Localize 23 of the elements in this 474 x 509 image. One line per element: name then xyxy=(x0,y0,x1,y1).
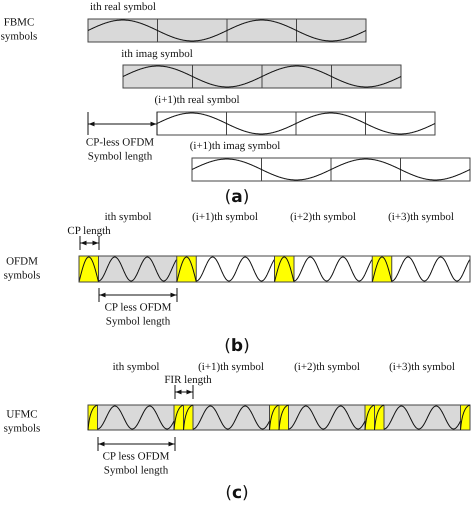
symbol-label: ith symbol xyxy=(104,211,152,225)
symbol-label: (i+2)th symbol xyxy=(290,211,356,225)
row-label: OFDM symbols xyxy=(2,255,42,283)
dimension-label: CP less OFDM Symbol length xyxy=(104,301,172,329)
symbol-label: (i+3)th symbol xyxy=(388,211,454,225)
dimension-label: CP-less OFDM Symbol length xyxy=(84,136,156,164)
row-label: FBMC symbols xyxy=(0,16,38,44)
dimension-label: CP length xyxy=(67,225,111,239)
symbol-label: (i+1)th real symbol xyxy=(154,94,240,108)
symbol-label: ith imag symbol xyxy=(121,48,193,62)
row-label: UFMC symbols xyxy=(2,408,42,436)
symbol-label: ith symbol xyxy=(112,361,160,375)
symbol-label: (i+1)th symbol xyxy=(192,211,258,225)
symbol-label: ith real symbol xyxy=(90,1,156,15)
panel-label: (b) xyxy=(224,336,250,356)
dimension-label: FIR length xyxy=(164,374,212,388)
symbol-label: (i+1)th imag symbol xyxy=(190,140,280,154)
panel-label: (c) xyxy=(225,482,249,504)
symbol-label: (i+1)th symbol xyxy=(198,361,264,375)
dimension-label: CP less OFDM Symbol length xyxy=(102,450,170,478)
panel-label: (a) xyxy=(224,186,250,208)
symbol-label: (i+3)th symbol xyxy=(389,361,455,375)
symbol-label: (i+2)th symbol xyxy=(294,361,360,375)
